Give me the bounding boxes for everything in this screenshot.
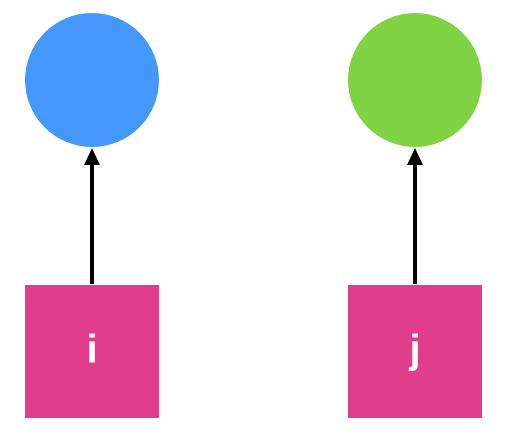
blue-circle-node	[25, 13, 159, 147]
arrowhead-left-icon	[84, 148, 100, 165]
green-circle-node	[348, 13, 482, 147]
arrowhead-right-icon	[407, 148, 423, 165]
square-label-i: i	[86, 328, 97, 372]
pink-square-node-j	[348, 285, 482, 418]
pink-square-node-i	[25, 285, 159, 418]
square-label-j: j	[408, 328, 420, 372]
